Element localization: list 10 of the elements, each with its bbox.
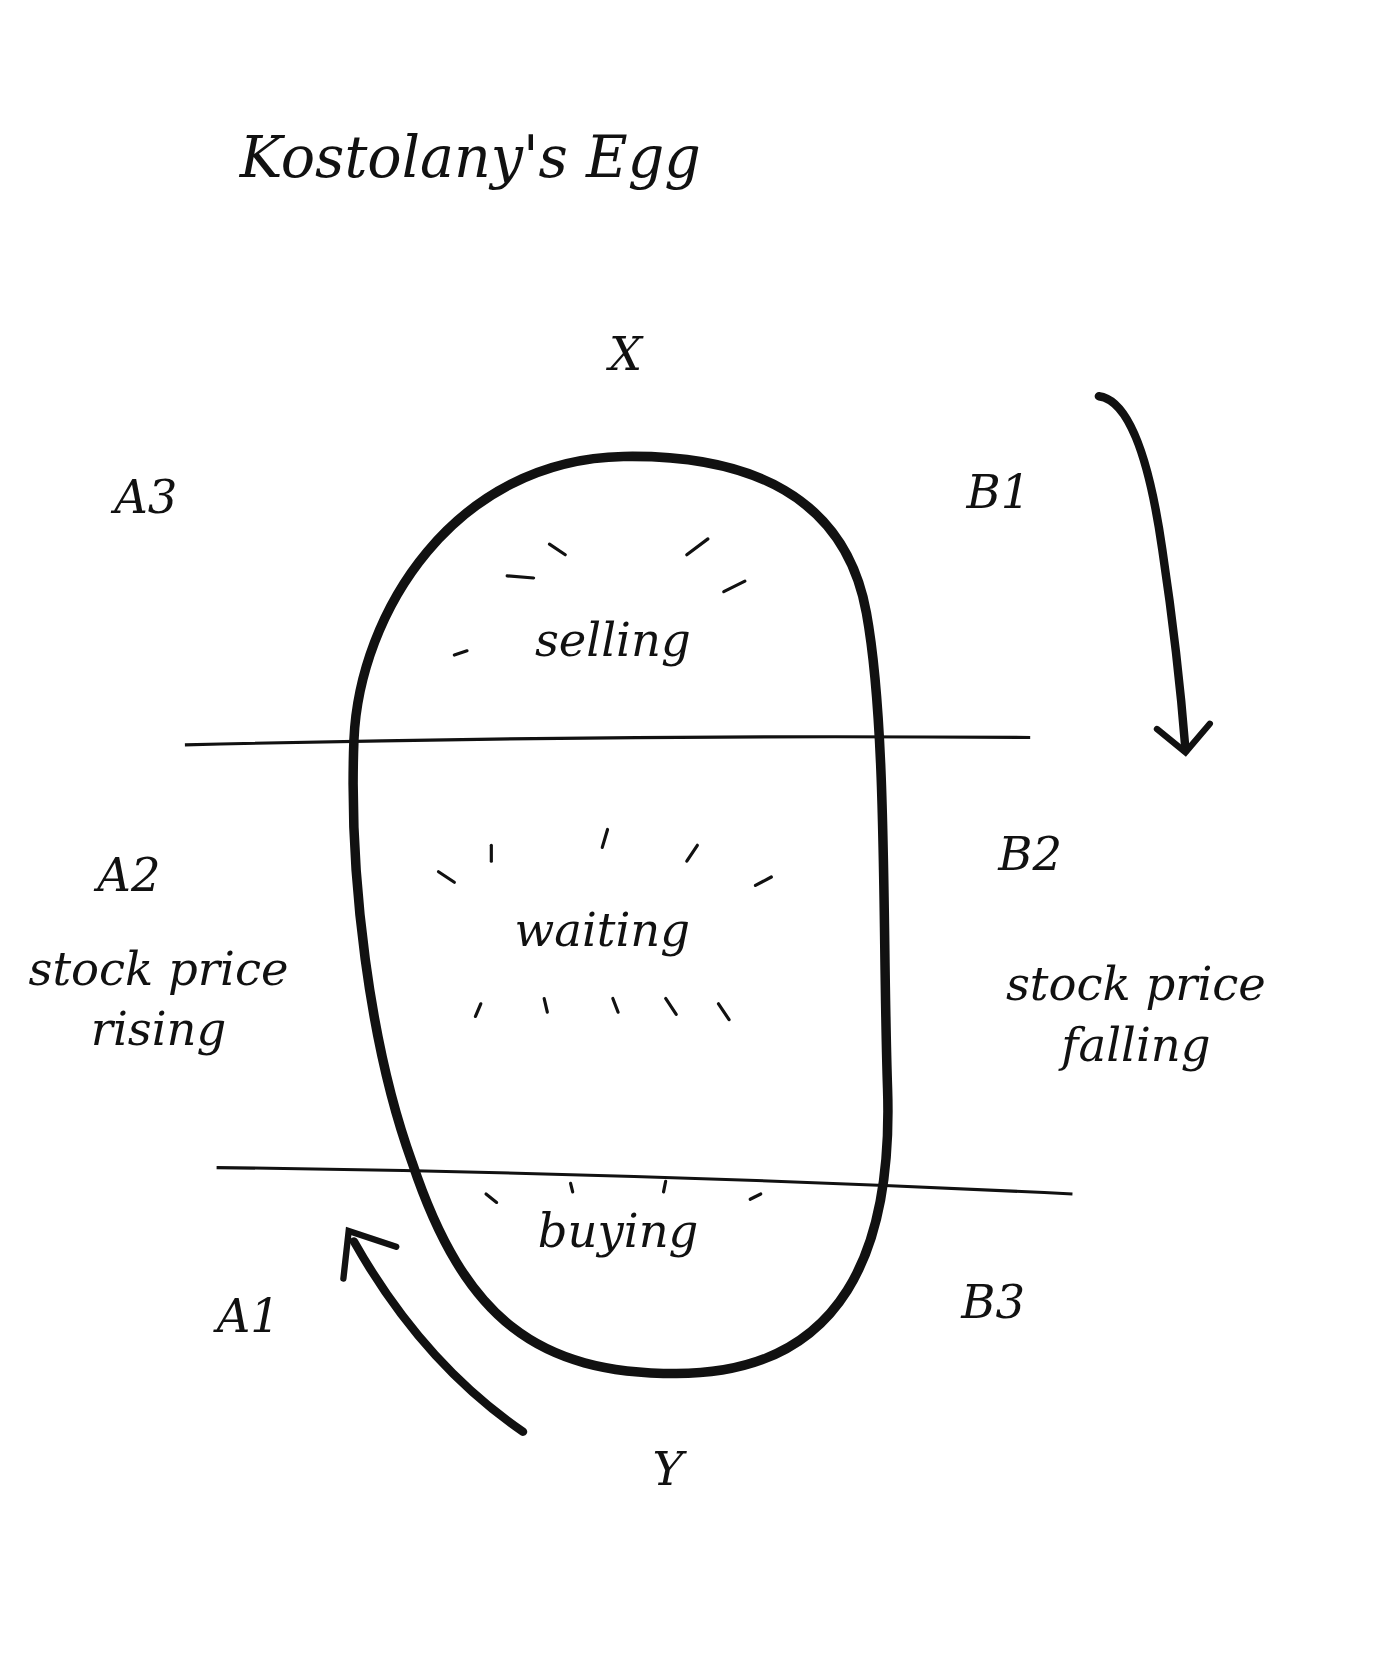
text-label: stock price falling	[1004, 956, 1267, 1074]
text-label: B1	[966, 463, 1031, 521]
phase-label: buying	[537, 1202, 699, 1260]
phase-label: waiting	[514, 901, 691, 959]
title: Kostolany's Egg	[239, 123, 701, 194]
text-label: B2	[998, 825, 1063, 883]
text-label: stock price rising	[27, 940, 290, 1058]
text-label: X	[608, 325, 643, 383]
phase-label: selling	[535, 611, 691, 669]
text-label: B3	[961, 1273, 1026, 1331]
